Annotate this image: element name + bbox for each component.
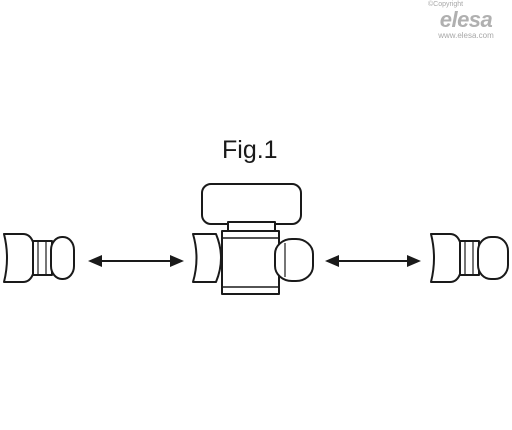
right-hose-segment bbox=[430, 233, 509, 283]
elesa-logo: elesa bbox=[439, 7, 493, 32]
copyright-text: ©Copyright bbox=[428, 1, 464, 8]
valve-inlet-socket bbox=[192, 233, 222, 283]
left-hose-socket bbox=[3, 233, 34, 283]
figure-title: Fig.1 bbox=[222, 136, 278, 164]
elesa-watermark: ©Copyright elesa www.elesa.com bbox=[426, 0, 506, 41]
left-hose-ball bbox=[50, 236, 75, 280]
left-hose-collar bbox=[32, 240, 53, 276]
left-double-arrow bbox=[88, 255, 184, 267]
valve-body bbox=[221, 230, 280, 295]
right-arrow-head-left bbox=[325, 255, 339, 267]
right-hose-ball bbox=[477, 236, 509, 280]
website-url: www.elesa.com bbox=[438, 31, 494, 40]
left-arrow-head-right bbox=[170, 255, 184, 267]
right-arrow-head-right bbox=[407, 255, 421, 267]
valve-outlet-ball bbox=[274, 238, 314, 282]
right-hose-socket bbox=[430, 233, 461, 283]
left-arrow-head-left bbox=[88, 255, 102, 267]
right-hose-collar bbox=[459, 240, 480, 276]
left-hose-segment bbox=[3, 233, 75, 283]
right-double-arrow bbox=[325, 255, 421, 267]
central-valve bbox=[192, 183, 314, 295]
valve-handle bbox=[201, 183, 302, 225]
